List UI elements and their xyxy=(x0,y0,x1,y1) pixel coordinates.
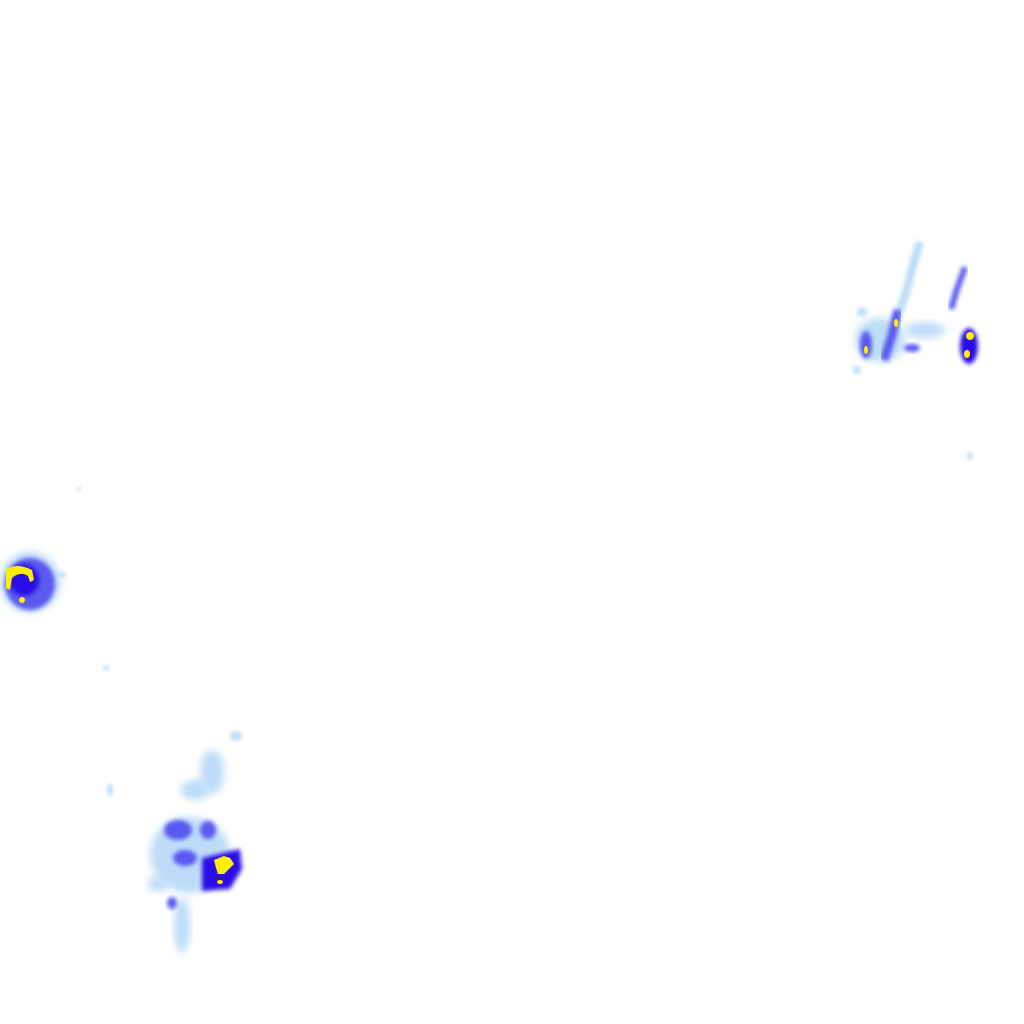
precip-band xyxy=(879,308,903,362)
storm-cell-northeast xyxy=(853,240,978,460)
precip-intense xyxy=(214,856,234,874)
precip-light xyxy=(853,366,861,374)
precip-intense xyxy=(894,319,898,327)
precip-band xyxy=(948,265,968,310)
precip-light xyxy=(967,452,973,460)
precip-light xyxy=(174,897,190,953)
precip-light xyxy=(200,750,224,794)
storm-cell-southwest xyxy=(107,731,242,953)
precip-light xyxy=(148,876,168,892)
precip-intense xyxy=(217,880,223,884)
precip-intense xyxy=(966,332,974,340)
precip-moderate xyxy=(164,820,192,840)
precip-light xyxy=(107,784,113,796)
precip-moderate xyxy=(200,821,216,839)
precip-light xyxy=(58,572,66,578)
precip-light xyxy=(857,307,867,317)
precip-light xyxy=(77,486,81,492)
precip-moderate xyxy=(860,331,872,359)
precip-light xyxy=(230,731,242,741)
precip-moderate xyxy=(904,344,920,352)
precip-light xyxy=(181,780,209,800)
precip-intense xyxy=(19,597,25,603)
precip-light xyxy=(103,665,109,671)
precip-intense xyxy=(6,566,34,590)
precip-moderate xyxy=(173,850,197,866)
precip-light xyxy=(892,240,924,324)
precip-intense xyxy=(964,350,970,358)
precip-light xyxy=(905,322,945,338)
storm-cell-west xyxy=(0,486,109,671)
precip-intense xyxy=(864,346,868,354)
precip-moderate xyxy=(167,897,177,909)
